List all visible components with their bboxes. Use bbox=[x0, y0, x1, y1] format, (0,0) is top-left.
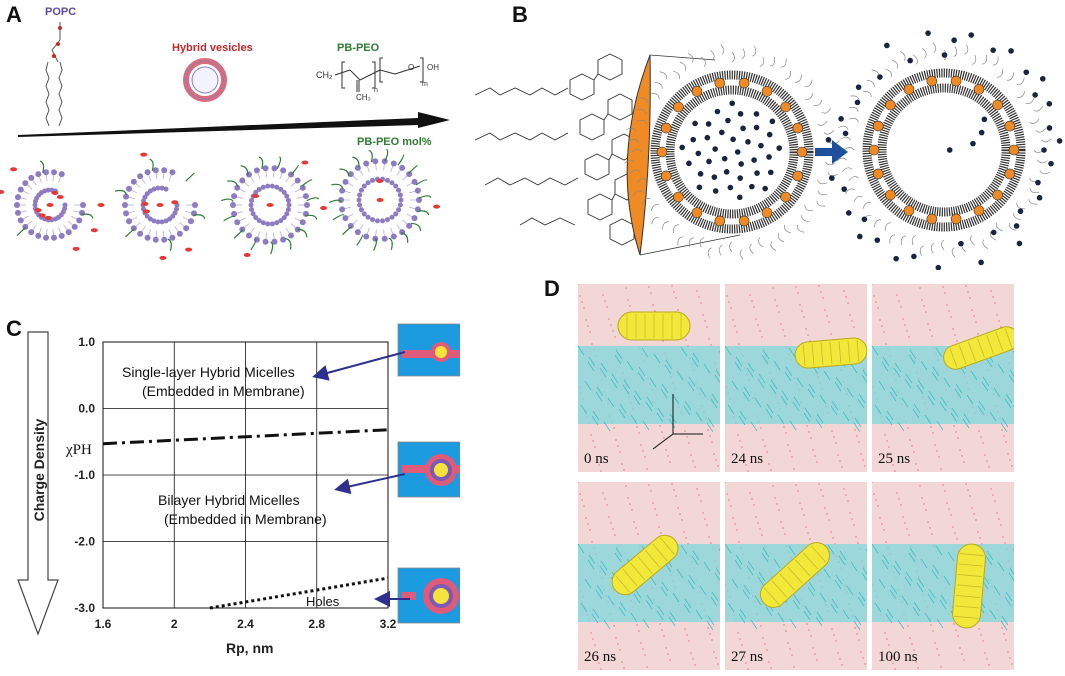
formula-m: m bbox=[422, 81, 428, 88]
vesicle-schematic-3 bbox=[221, 156, 320, 258]
md-frame-6: 100 ns bbox=[872, 482, 1014, 670]
hybrid-vesicles-label: Hybrid vesicles bbox=[172, 42, 253, 54]
x-tick-label: 2.8 bbox=[308, 617, 325, 631]
arrow-single bbox=[312, 351, 406, 381]
series-line-2 bbox=[209, 576, 389, 610]
nanotube bbox=[952, 543, 986, 629]
annotation-holes: Holes bbox=[306, 594, 340, 609]
panel-d-label: D bbox=[544, 276, 560, 301]
md-frame-time: 100 ns bbox=[878, 649, 918, 665]
pillararene-structure bbox=[474, 53, 640, 246]
nanotube bbox=[759, 542, 831, 608]
popc-label: POPC bbox=[45, 6, 77, 18]
formula-oh: OH bbox=[427, 63, 439, 72]
vesicle-released-cargo bbox=[825, 30, 1063, 270]
md-frame-scene bbox=[578, 482, 720, 670]
annotation-bilayer-line2: (Embedded in Membrane) bbox=[164, 511, 327, 527]
inset-holes bbox=[397, 567, 460, 624]
y-tick-label: -2.0 bbox=[74, 535, 95, 549]
orange-lens bbox=[626, 54, 651, 256]
vesicle-schematics bbox=[0, 148, 441, 260]
panel-c-label: C bbox=[6, 316, 22, 341]
charge-density-label: Charge Density bbox=[31, 418, 47, 522]
y-tick-label: -3.0 bbox=[74, 601, 95, 615]
md-frame-4: 26 ns bbox=[578, 482, 720, 670]
panel-d: D 0 ns 24 ns 25 ns 26 ns 27 ns 100 ns bbox=[530, 274, 1065, 676]
charge-density-arrow bbox=[17, 331, 59, 636]
inset-single-layer bbox=[397, 323, 460, 377]
pbpeo-mol-label: PB-PEO mol% bbox=[357, 136, 432, 148]
x-tick-label: 3.2 bbox=[380, 617, 397, 631]
md-frame-scene bbox=[578, 284, 720, 472]
y-tick-label: 0.0 bbox=[78, 402, 95, 416]
nanotube bbox=[611, 534, 679, 596]
y-tick-label: -1.0 bbox=[74, 468, 95, 482]
md-frame-time: 0 ns bbox=[584, 451, 609, 467]
chi-chart: 1.6 2 2.4 2.8 3.2 1.0 0.0 -1.0 -2.0 -3.0 bbox=[74, 335, 396, 631]
nanotube bbox=[617, 311, 691, 341]
nanotube bbox=[943, 326, 1014, 370]
panel-b-graphics bbox=[474, 30, 1063, 270]
vesicle-full-cargo bbox=[624, 44, 840, 260]
hybrid-vesicle-icon bbox=[183, 58, 227, 102]
panel-a-label: A bbox=[6, 2, 22, 27]
blue-arrow bbox=[815, 140, 848, 164]
x-tick-label: 1.6 bbox=[95, 617, 112, 631]
md-frame-1: 0 ns bbox=[578, 284, 720, 472]
increasing-arrow bbox=[18, 112, 450, 137]
formula-n: n bbox=[374, 87, 378, 94]
x-tick-label: 2 bbox=[171, 617, 178, 631]
annotation-single-line2: (Embedded in Membrane) bbox=[142, 383, 305, 399]
md-frame-scene bbox=[872, 284, 1014, 472]
panel-c: C 1.6 2 2.4 2.8 3.2 1.0 0.0 -1.0 -2.0 -3.0 bbox=[0, 312, 460, 676]
md-frame-time: 27 ns bbox=[731, 649, 764, 665]
x-tick-label: 2.4 bbox=[237, 617, 254, 631]
vesicle-schematic-2 bbox=[114, 152, 206, 260]
md-frame-time: 24 ns bbox=[731, 451, 764, 467]
popc-molecule bbox=[45, 22, 63, 127]
panel-b-label: B bbox=[512, 2, 528, 27]
panel-b: B bbox=[470, 0, 1065, 270]
formula-ch2: CH₂ bbox=[316, 70, 333, 80]
md-frame-time: 25 ns bbox=[878, 451, 911, 467]
chart-xlabel: Rp, nm bbox=[226, 640, 274, 656]
panel-a: A POPC Hybrid vesicles PB-PEO PB-PEO mol… bbox=[0, 0, 455, 285]
md-frame-5: 27 ns bbox=[725, 482, 867, 670]
md-frame-2: 24 ns bbox=[725, 284, 867, 472]
chart-ylabel: χPH bbox=[66, 442, 92, 458]
panel-c-graphics: 1.6 2 2.4 2.8 3.2 1.0 0.0 -1.0 -2.0 -3.0 bbox=[17, 323, 460, 636]
nanotube bbox=[794, 337, 867, 369]
formula-o: O bbox=[408, 63, 414, 72]
inset-bilayer bbox=[397, 441, 460, 498]
formula-ch3: CH₃ bbox=[356, 93, 371, 102]
md-frame-scene bbox=[725, 284, 867, 472]
md-frame-scene bbox=[872, 482, 1014, 670]
md-frame-time: 26 ns bbox=[584, 649, 617, 665]
annotation-bilayer-line1: Bilayer Hybrid Micelles bbox=[158, 492, 300, 508]
md-frame-3: 25 ns bbox=[872, 284, 1014, 472]
pbpeo-formula bbox=[334, 57, 424, 92]
arrow-bilayer bbox=[334, 473, 406, 495]
md-frame-scene bbox=[725, 482, 867, 670]
y-tick-label: 1.0 bbox=[78, 335, 95, 349]
annotation-single-line1: Single-layer Hybrid Micelles bbox=[122, 364, 295, 380]
vesicle-schematic-1 bbox=[0, 160, 105, 251]
series-line-1 bbox=[102, 428, 389, 446]
pbpeo-label: PB-PEO bbox=[337, 42, 380, 54]
vesicle-schematic-4 bbox=[320, 148, 441, 251]
panel-a-graphics: CH₂ CH₃ n O m OH bbox=[0, 22, 450, 260]
